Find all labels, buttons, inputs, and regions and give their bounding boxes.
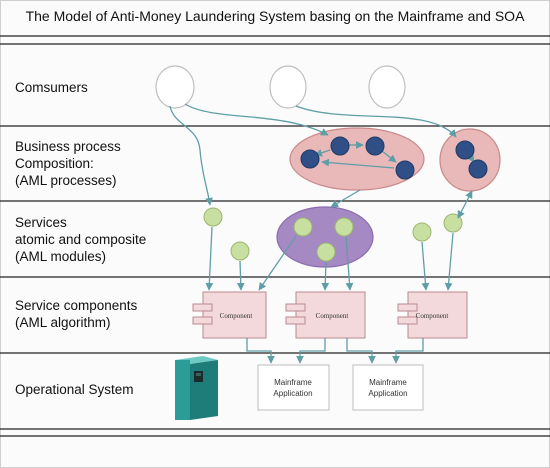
connector-arrows	[169, 103, 473, 291]
layer-label-consumers: Comsumers	[15, 80, 88, 95]
service-circle	[334, 217, 354, 237]
service-to-component-arrow	[421, 241, 430, 291]
component-label: Component	[416, 312, 449, 320]
component-box: Component	[192, 291, 267, 339]
service-circle	[230, 241, 250, 261]
process-ellipse-large	[289, 127, 425, 191]
process-node	[330, 136, 350, 156]
process-node	[395, 160, 415, 180]
layer-label-service-components: Service components (AML algorithm)	[15, 298, 138, 330]
consumer-circle	[368, 65, 406, 109]
process-node	[468, 159, 488, 179]
component-box: Component	[397, 291, 468, 339]
diagram-title: The Model of Anti-Money Laundering Syste…	[25, 8, 525, 24]
application-label-line2: Application	[273, 389, 312, 398]
process-node	[455, 140, 475, 160]
service-to-component-arrow	[345, 236, 354, 291]
process-to-module-arrow	[330, 189, 361, 208]
component-to-application-arrows	[246, 338, 424, 364]
service-circle	[412, 222, 432, 242]
component-label: Component	[220, 312, 253, 320]
service-to-component-arrow	[205, 226, 214, 291]
service-circle	[443, 213, 463, 233]
service-to-component-arrow	[321, 261, 330, 291]
consumer-circle	[155, 65, 195, 109]
service-circle	[293, 217, 313, 237]
component-box: Component	[285, 291, 366, 339]
process-ellipse-small	[439, 128, 501, 192]
application-label-line1: Mainframe	[369, 378, 407, 387]
process-service-arrow	[457, 190, 473, 219]
business-process-group	[289, 127, 501, 192]
application-label-line2: Application	[368, 389, 407, 398]
process-node	[365, 136, 385, 156]
consumer-to-service-arrow	[169, 105, 213, 206]
service-circle	[203, 207, 223, 227]
service-to-component-arrow	[444, 232, 454, 291]
application-label-line1: Mainframe	[274, 378, 312, 387]
service-to-component-arrow	[236, 260, 245, 291]
consumer-to-process-arrow	[184, 103, 329, 136]
mainframe-application-box: Mainframe Application	[257, 364, 330, 411]
mainframe-server-icon	[175, 356, 218, 420]
service-circle	[316, 242, 336, 262]
component-label: Component	[316, 312, 349, 320]
consumer-circle	[269, 65, 307, 109]
module-to-component-arrow	[258, 235, 297, 291]
services-group	[203, 206, 463, 268]
consumers-group	[155, 65, 406, 109]
layer-dividers	[0, 35, 550, 437]
process-node	[300, 149, 320, 169]
layer-label-services: Services atomic and composite (AML modul…	[15, 215, 147, 264]
layer-label-operational-system: Operational System	[15, 382, 134, 397]
mainframe-application-box: Mainframe Application	[352, 364, 424, 411]
layer-label-business-process: Business process Composition: (AML proce…	[15, 139, 121, 188]
consumer-to-process-arrow	[295, 105, 457, 138]
